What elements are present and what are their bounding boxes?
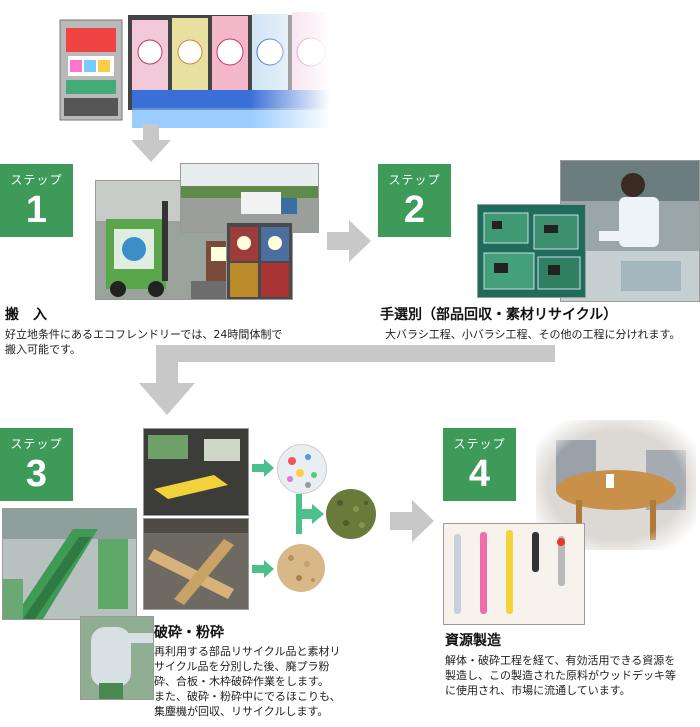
step-1-label: ステップ	[10, 173, 63, 187]
step-3-description: 再利用する部品リサイクル品と素材リ サイクル品を分別した後、廃プラ粉 砕、合板・…	[154, 644, 364, 719]
step-1-badge: ステップ 1	[0, 164, 73, 237]
pachinko-machines-photo	[50, 0, 330, 140]
step-4-line-1: 解体・破砕工程を経て、有効活用できる資源を	[445, 654, 676, 667]
step-3-line-2: サイクル品を分別した後、廃プラ粉	[154, 660, 330, 673]
step-1-number: 1	[25, 189, 48, 231]
merge-arrow	[296, 494, 324, 534]
plastic-flakes-circle	[277, 444, 327, 494]
step-3-line-3: 砕、合板・木枠破砕作業をします。	[154, 675, 329, 688]
small-arrow-2	[252, 560, 274, 578]
step-3-line-5: 集塵機が回収、リサイクルします。	[154, 705, 329, 718]
board-crushing-photo	[143, 428, 249, 516]
flow-arrow-down-1	[131, 124, 171, 162]
small-arrow-1	[252, 459, 274, 477]
step-2-badge: ステップ 2	[378, 164, 451, 237]
step-2-label: ステップ	[388, 173, 441, 187]
recycled-pens-photo	[443, 523, 585, 625]
flow-arrow-elbow	[130, 345, 560, 420]
step-2-line-1: 大バラシ工程、小バラシ工程、その他の工程に分けれます。	[385, 328, 681, 341]
step-4-description: 解体・破砕工程を経て、有効活用できる資源を 製造し、この製造された原料がウッドデ…	[445, 653, 700, 698]
circuit-boards-photo	[477, 204, 586, 298]
step-2-number: 2	[403, 189, 426, 231]
step-4-title: 資源製造	[445, 633, 501, 649]
flow-arrow-right-2	[390, 500, 434, 542]
step-4-number: 4	[468, 453, 491, 495]
step-4-line-3: に使用され、市場に流通しています。	[445, 684, 631, 697]
step-2-title: 手選別（部品回収・素材リサイクル）	[380, 307, 618, 323]
step-1-description: 好立地条件にあるエコフレンドリーでは、24時間体制で 搬入可能です。	[5, 327, 335, 357]
step-2-description: 大バラシ工程、小バラシ工程、その他の工程に分けれます。	[385, 327, 700, 342]
step-3-line-4: また、破砕・粉砕中にでるほこりも、	[154, 690, 341, 703]
step-4-label: ステップ	[453, 437, 506, 451]
step-3-title: 破砕・粉砕	[154, 625, 224, 641]
step-4-line-2: 製造し、この製造された原料がウッドデッキ等	[445, 669, 676, 682]
step-3-number: 3	[25, 453, 48, 495]
step-3-line-1: 再利用する部品リサイクル品と素材リ	[154, 645, 341, 658]
step-1-line-2: 搬入可能です。	[5, 343, 81, 356]
wood-chips-circle	[277, 544, 325, 592]
trucks-yard-photo	[180, 163, 319, 233]
step-3-label: ステップ	[10, 437, 63, 451]
step-3-badge: ステップ 3	[0, 428, 73, 501]
wood-crushing-photo	[143, 518, 249, 610]
conveyor-machine-photo	[2, 508, 137, 620]
pachinko-stack-photo	[226, 222, 293, 300]
step-1-line-1: 好立地条件にあるエコフレンドリーでは、24時間体制で	[5, 328, 283, 341]
step-4-badge: ステップ 4	[443, 428, 516, 501]
flow-arrow-right-1	[327, 220, 371, 262]
pellets-circle	[326, 489, 376, 539]
dust-collector-photo	[80, 616, 154, 700]
step-1-title: 搬 入	[5, 307, 47, 323]
